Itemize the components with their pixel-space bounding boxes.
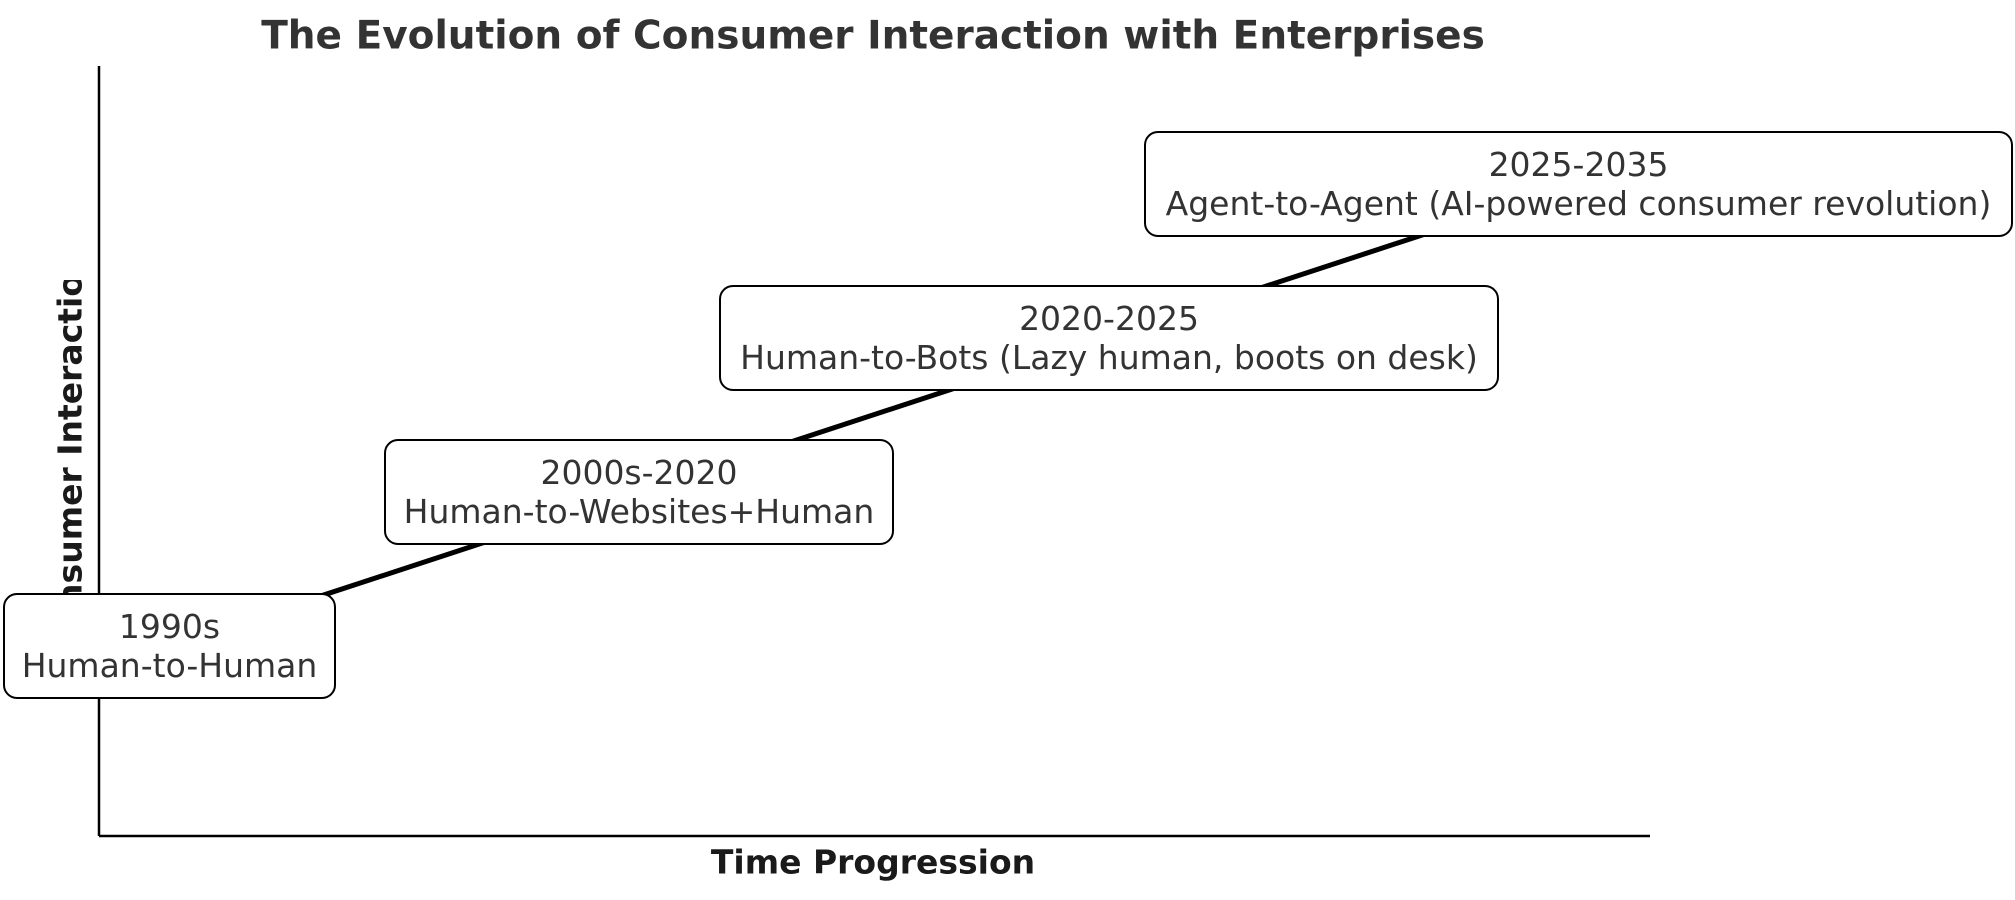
stage-label: Human-to-Bots (Lazy human, boots on desk… [740, 338, 1478, 377]
stage-box-2025-2035: 2025-2035 Agent-to-Agent (AI-powered con… [1144, 131, 2013, 237]
stage-period: 1990s [118, 607, 221, 646]
stage-label: Human-to-Websites+Human [403, 492, 875, 531]
stage-box-1990s: 1990s Human-to-Human [3, 593, 336, 699]
y-axis-label: Consumer Interaction Model [50, 280, 90, 595]
stage-period: 2000s-2020 [540, 453, 738, 492]
stage-label: Human-to-Human [21, 646, 318, 685]
stage-box-2000s-2020: 2000s-2020 Human-to-Websites+Human [384, 439, 894, 545]
stage-box-2020-2025: 2020-2025 Human-to-Bots (Lazy human, boo… [719, 285, 1499, 391]
y-axis-label-clip: Consumer Interaction Model [30, 280, 110, 595]
stage-period: 2025-2035 [1488, 145, 1669, 184]
stage-period: 2020-2025 [1019, 299, 1199, 338]
x-axis-label: Time Progression [710, 842, 1036, 882]
progression-connector [167, 197, 1530, 649]
stage-label: Agent-to-Agent (AI-powered consumer revo… [1165, 184, 1992, 223]
diagram-title: The Evolution of Consumer Interaction wi… [261, 13, 1485, 59]
